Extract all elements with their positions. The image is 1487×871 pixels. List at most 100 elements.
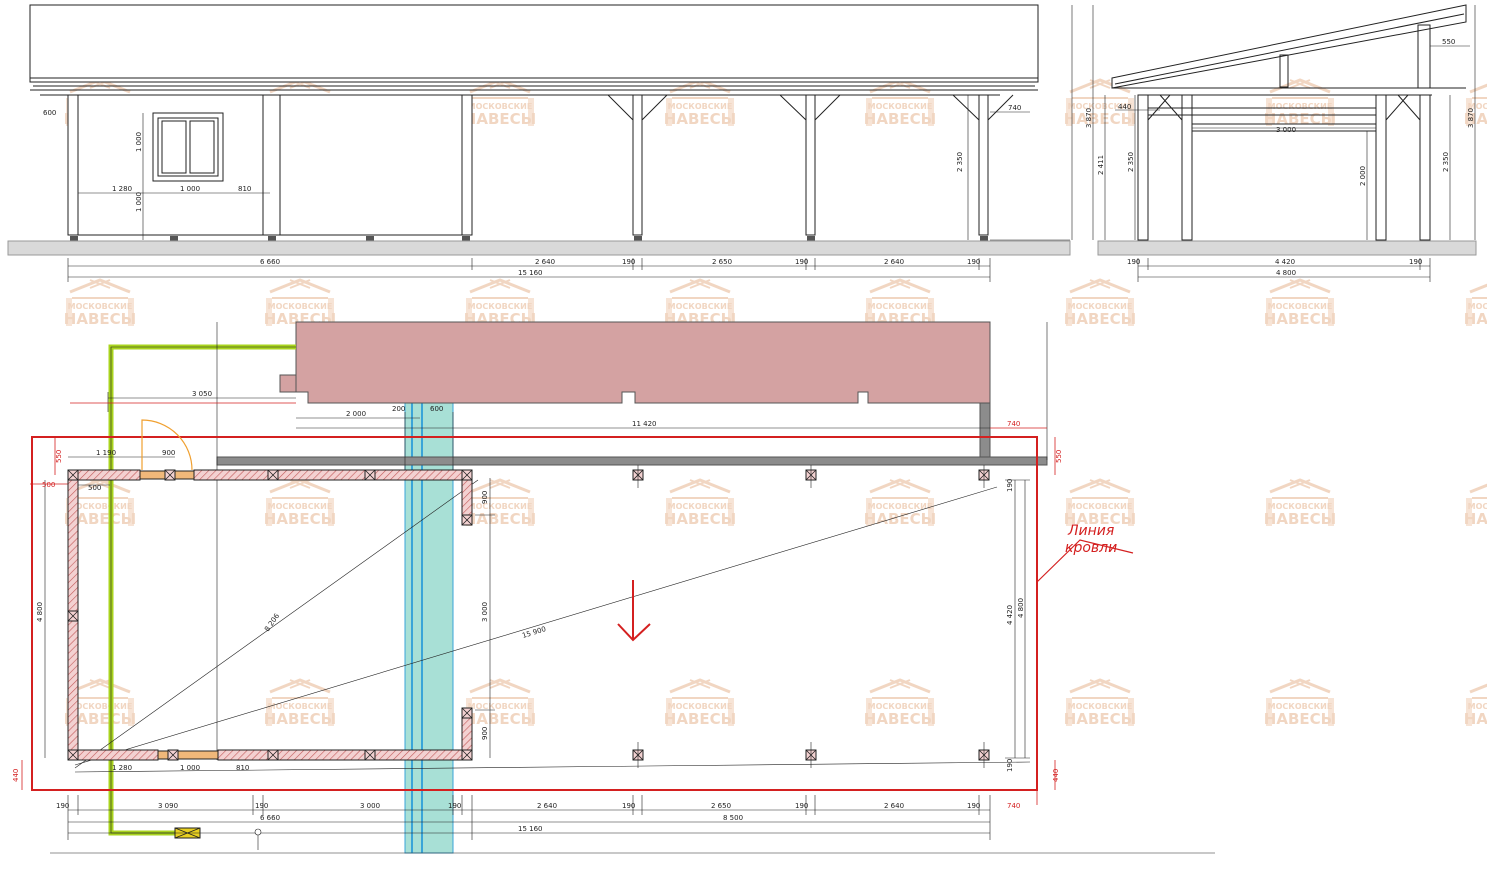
- dim-front-bottom-0: 6 660: [260, 258, 280, 266]
- plan-door-swing: [141, 419, 193, 471]
- dim-side-bottom-1: 4 420: [1275, 258, 1295, 266]
- watermark-line1: МОСКОВСКИЕ: [1268, 302, 1333, 311]
- dim-plan-900-door: 900: [162, 449, 175, 457]
- dim-plan-440-left: 440: [12, 769, 20, 782]
- watermark-line2: НАВЕСЫ: [1264, 710, 1336, 728]
- dim-plan-4800-left: 4 800: [36, 602, 44, 622]
- dim-plan-500: 500: [88, 484, 101, 492]
- watermark-line2: НАВЕСЫ: [664, 710, 736, 728]
- dim-plan-550-right: 550: [1055, 450, 1063, 463]
- dim-front-window-height: 1 000: [135, 132, 143, 152]
- watermark-line1: МОСКОВСКИЕ: [468, 502, 533, 511]
- dim-side-total-height-right: 3 870: [1467, 108, 1475, 128]
- watermark-line1: МОСКОВСКИЕ: [668, 702, 733, 711]
- watermark-line2: НАВЕСЫ: [464, 110, 536, 128]
- watermark-line1: МОСКОВСКИЕ: [468, 302, 533, 311]
- watermark-line2: НАВЕСЫ: [1064, 510, 1136, 528]
- watermark-line2: НАВЕСЫ: [864, 510, 936, 528]
- dim-plan-diag-15900: 15 900: [521, 625, 547, 640]
- dim-side-top-offset: 550: [1442, 38, 1455, 46]
- dim-plan-row2-1: 8 500: [723, 814, 743, 822]
- watermark-line2: НАВЕСЫ: [64, 710, 136, 728]
- watermark-line1: МОСКОВСКИЕ: [668, 102, 733, 111]
- watermark-line1: МОСКОВСКИЕ: [68, 702, 133, 711]
- watermark-line2: НАВЕСЫ: [1464, 510, 1487, 528]
- watermark-line2: НАВЕСЫ: [664, 110, 736, 128]
- dim-plan-row1-8: 190: [795, 802, 808, 810]
- dim-front-window-width: 1 000: [180, 185, 200, 193]
- dim-plan-row1-9: 2 640: [884, 802, 904, 810]
- watermark-line2: НАВЕСЫ: [464, 710, 536, 728]
- watermark-line2: НАВЕСЫ: [1064, 110, 1136, 128]
- dim-plan-row1-7: 2 650: [711, 802, 731, 810]
- front-ground: [7, 240, 1071, 256]
- side-ground: [1097, 240, 1477, 256]
- dim-plan-190-bottom: 190: [1006, 759, 1014, 772]
- watermark-line1: МОСКОВСКИЕ: [668, 302, 733, 311]
- front-roof: [29, 4, 1039, 83]
- dim-plan-row1-0: 190: [56, 802, 69, 810]
- dim-side-bottom-0: 190: [1127, 258, 1140, 266]
- dim-side-left-offset: 440: [1118, 103, 1131, 111]
- dim-front-bottom-4: 190: [795, 258, 808, 266]
- watermark-line2: НАВЕСЫ: [64, 510, 136, 528]
- dim-plan-row1-3: 3 000: [360, 802, 380, 810]
- dim-front-window-right: 810: [238, 185, 251, 193]
- front-building: [67, 94, 473, 236]
- watermark-line1: МОСКОВСКИЕ: [268, 502, 333, 511]
- watermark-line2: НАВЕСЫ: [264, 710, 336, 728]
- dim-front-total-length: 15 160: [518, 269, 543, 277]
- watermark-line2: НАВЕСЫ: [64, 310, 136, 328]
- watermark-line2: НАВЕСЫ: [1464, 310, 1487, 328]
- dim-plan-row1-10: 190: [967, 802, 980, 810]
- dim-plan-4800-right: 4 800: [1017, 598, 1025, 618]
- dim-plan-4420: 4 420: [1006, 605, 1014, 625]
- dim-plan-row1-2: 190: [255, 802, 268, 810]
- dim-side-total-width: 4 800: [1276, 269, 1296, 277]
- dim-plan-440-right: 440: [1052, 769, 1060, 782]
- watermark-line1: МОСКОВСКИЕ: [1068, 702, 1133, 711]
- dim-side-left-height-inner: 2 350: [1127, 152, 1135, 172]
- dim-plan-200: 200: [392, 405, 405, 413]
- dim-plan-row2-0: 6 660: [260, 814, 280, 822]
- watermark-line1: МОСКОВСКИЕ: [1268, 502, 1333, 511]
- dim-plan-900-lower: 900: [481, 727, 489, 740]
- watermark-line1: МОСКОВСКИЕ: [1468, 702, 1487, 711]
- roof-line-label-1: Линия: [1067, 523, 1114, 539]
- watermark-line2: НАВЕСЫ: [464, 510, 536, 528]
- dim-plan-1190: 1 190: [96, 449, 116, 457]
- dim-plan-1000: 1 000: [180, 764, 200, 772]
- watermark-line1: МОСКОВСКИЕ: [1468, 102, 1487, 111]
- dim-front-window-sill: 1 000: [135, 192, 143, 212]
- dim-plan-3050: 3 050: [192, 390, 212, 398]
- dim-front-right-overhang: 740: [1008, 104, 1021, 112]
- dim-side-center-height: 2 000: [1359, 166, 1367, 186]
- dim-plan-row3: 15 160: [518, 825, 543, 833]
- dim-plan-550-left: 550: [55, 450, 63, 463]
- watermark-line1: МОСКОВСКИЕ: [1268, 702, 1333, 711]
- roof-line-label-2: кровли: [1065, 540, 1117, 556]
- dim-plan-190-top: 190: [1006, 479, 1014, 492]
- watermark-line1: МОСКОВСКИЕ: [68, 302, 133, 311]
- dim-front-bottom-1: 2 640: [535, 258, 555, 266]
- dim-side-right-height: 2 350: [1442, 152, 1450, 172]
- dim-plan-11420: 11 420: [632, 420, 657, 428]
- front-elevation: [7, 4, 1073, 282]
- watermark-line1: МОСКОВСКИЕ: [268, 702, 333, 711]
- plan-slope-arrow: [617, 580, 651, 642]
- dim-plan-1280: 1 280: [112, 764, 132, 772]
- dim-side-inner-span: 3 000: [1276, 126, 1296, 134]
